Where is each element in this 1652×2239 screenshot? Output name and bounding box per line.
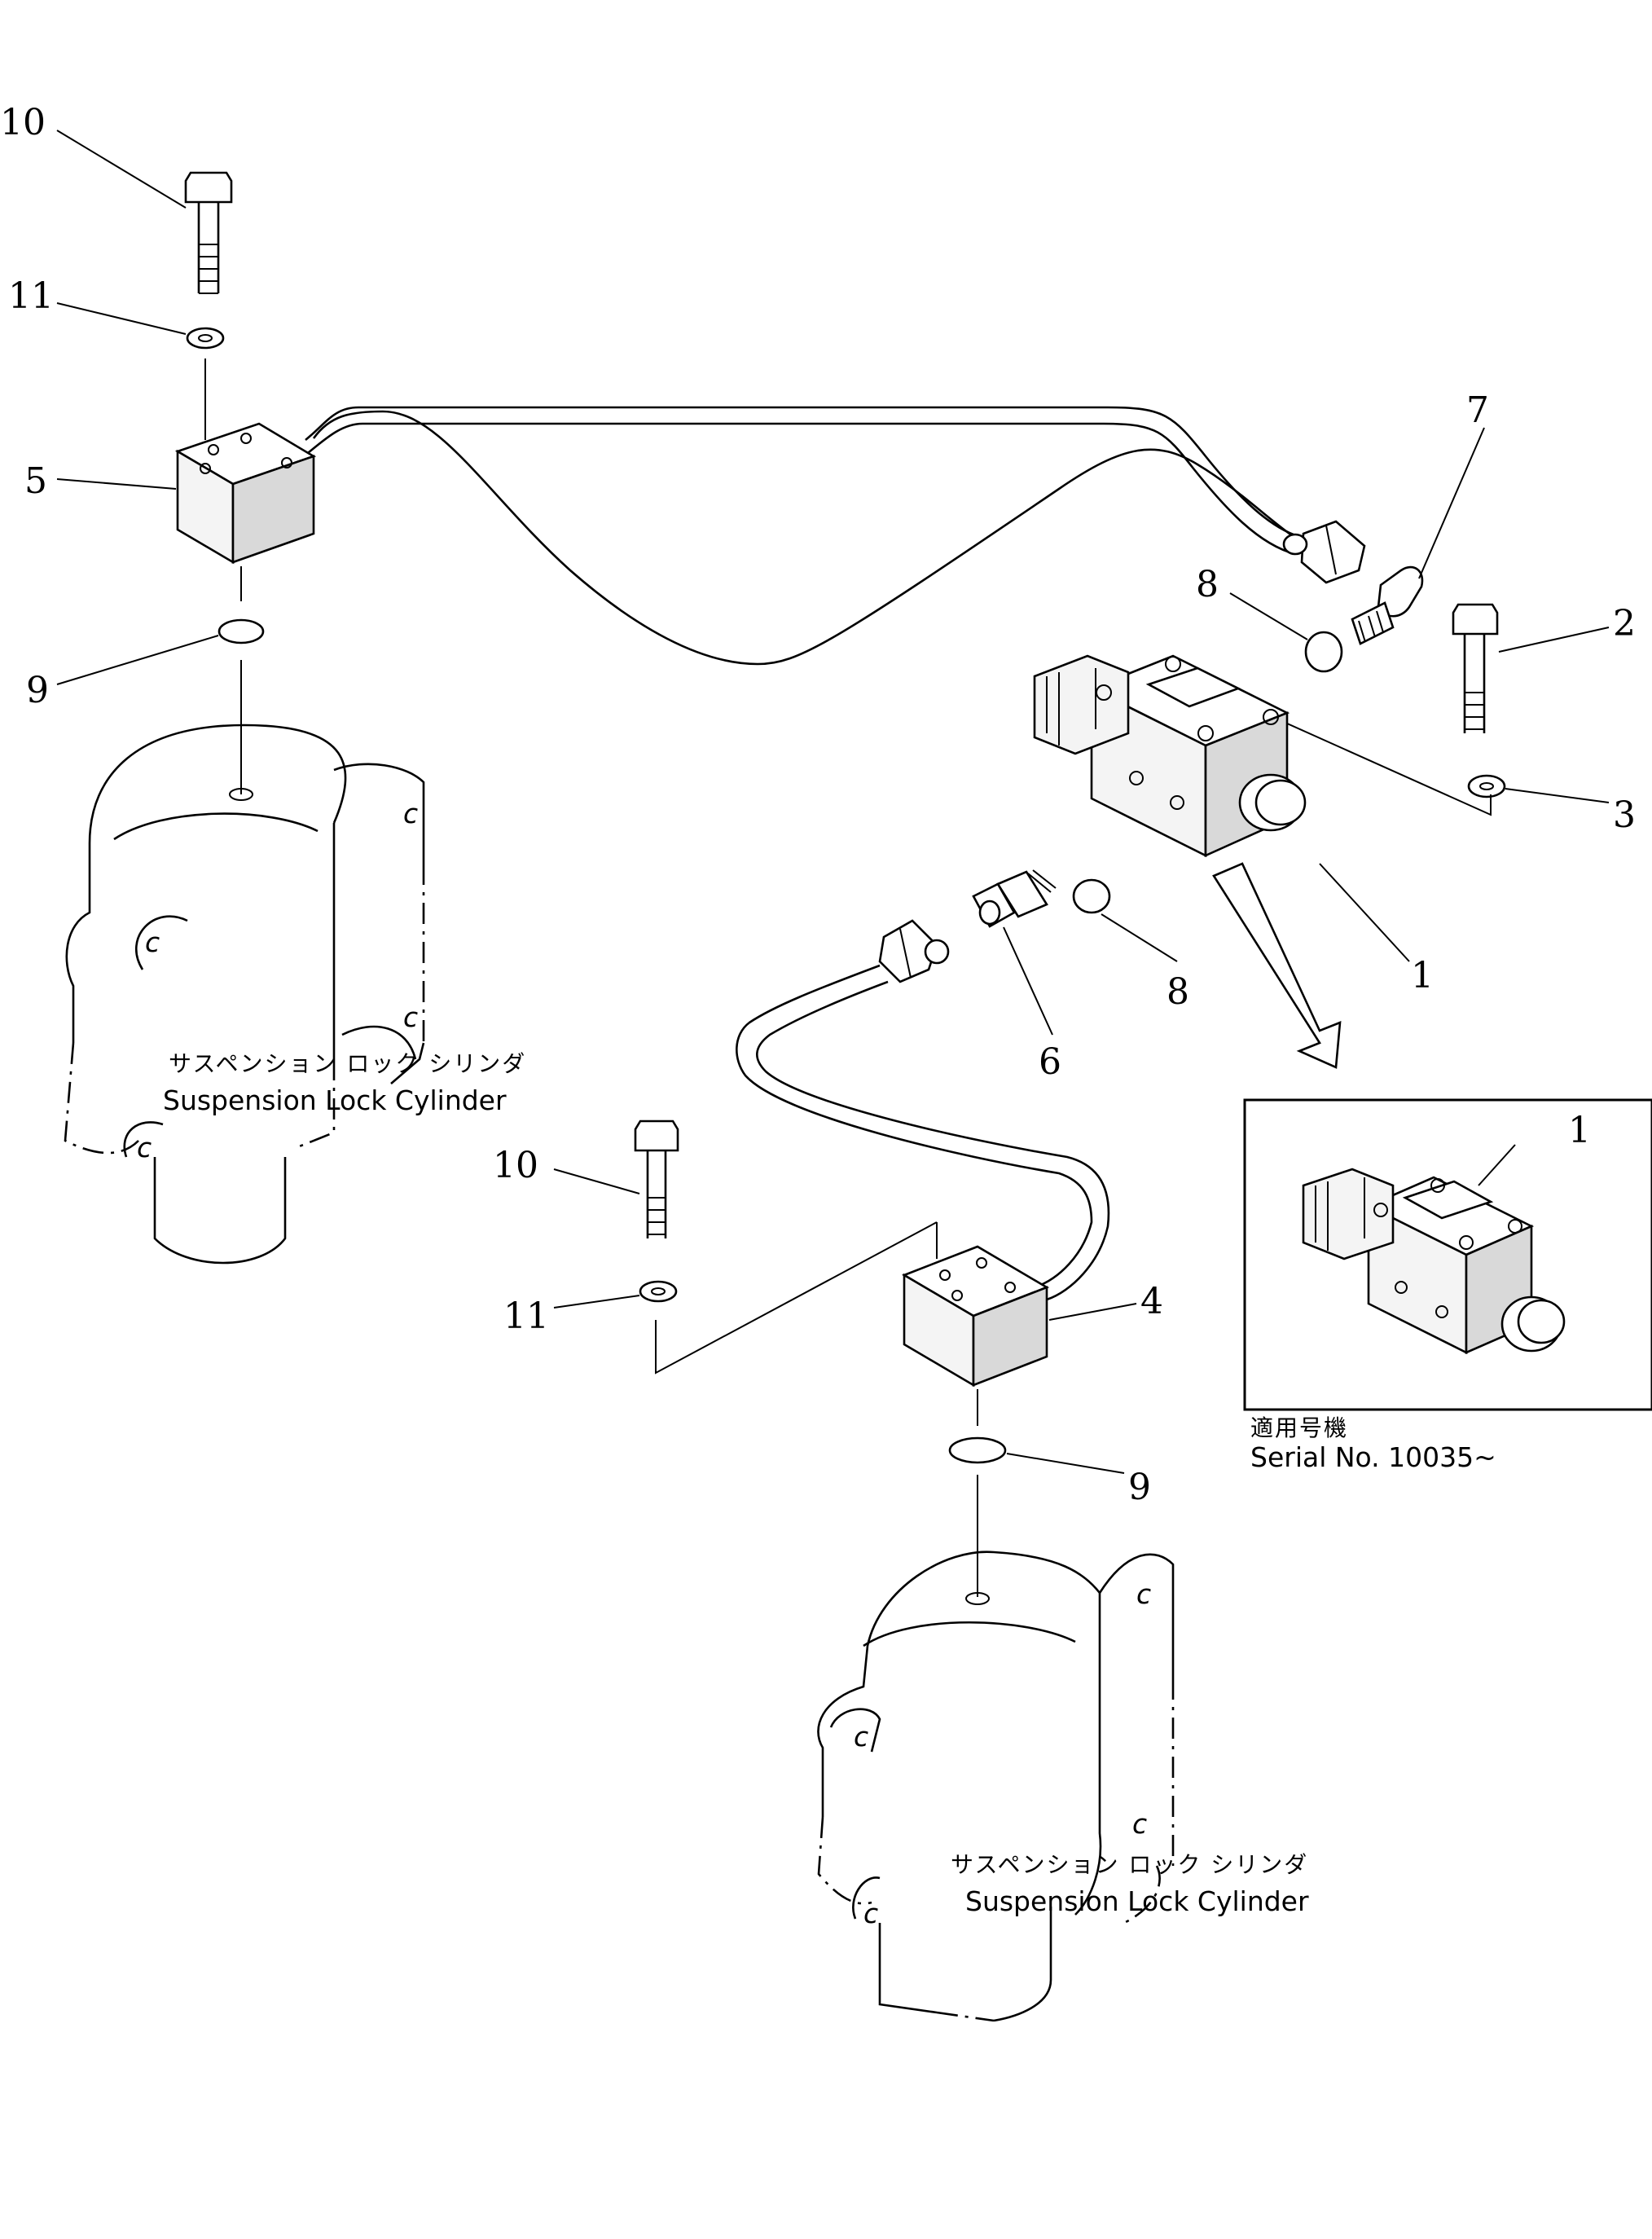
valve-1 [1033, 654, 1307, 858]
bolt-10-top [184, 171, 233, 294]
o-ring-9-top [217, 618, 265, 644]
inset-serial-label: Serial No. 10035~ [1250, 1441, 1496, 1473]
callout-8-bottom: 8 [1167, 971, 1189, 1013]
cylinder-left-jp-label: サスペンション ロック シリンダ [169, 1050, 526, 1077]
svg-text:c: c [1132, 1808, 1147, 1840]
o-ring-8-bottom [1072, 878, 1111, 914]
block-5 [174, 422, 317, 565]
pipe-nut-upper [1282, 520, 1366, 584]
callout-1: 1 [1411, 955, 1434, 996]
o-ring-8-top [1304, 631, 1343, 673]
bolt-2 [1452, 603, 1499, 733]
callout-9-top: 9 [26, 670, 49, 711]
washer-11-mid [639, 1280, 678, 1303]
arrow-to-inset [1212, 862, 1342, 1069]
callout-numbers: 10 11 5 9 7 8 2 3 1 8 6 1 10 11 4 9 [0, 102, 1636, 1508]
callout-8-top: 8 [1196, 564, 1219, 605]
pipe-lower [736, 964, 1093, 1289]
callout-10-top: 10 [0, 102, 46, 143]
o-ring-9-bottom [948, 1436, 1007, 1464]
pipe-nut-lower [878, 919, 950, 983]
callout-6: 6 [1039, 1041, 1061, 1083]
svg-text:c: c [1136, 1578, 1151, 1610]
callout-10-mid: 10 [493, 1145, 538, 1186]
elbow-fitting-7 [1351, 565, 1424, 645]
bolt-10-mid [634, 1120, 679, 1238]
suspension-lock-cylinder-left: c c c c [64, 724, 425, 1265]
svg-text:c: c [863, 1898, 878, 1929]
washer-3 [1467, 774, 1506, 798]
svg-text:c: c [403, 1001, 418, 1033]
cylinder-right-en-label: Suspension Lock Cylinder [965, 1885, 1309, 1917]
svg-text:c: c [137, 1132, 152, 1163]
washer-11-top [186, 327, 225, 350]
callout-1-inset: 1 [1568, 1110, 1591, 1151]
svg-text:c: c [854, 1721, 868, 1753]
inset-serial-variant [1243, 1098, 1652, 1411]
suspension-lock-cylinder-right: c c c c [817, 1551, 1175, 2022]
callout-11-mid: 11 [503, 1295, 549, 1337]
callout-4: 4 [1140, 1281, 1163, 1322]
svg-text:c: c [145, 926, 160, 958]
inset-applicable-jp: 適用号機 [1250, 1414, 1348, 1441]
leader-lines [56, 130, 1610, 1474]
pipe-upper [305, 406, 1304, 539]
callout-7: 7 [1466, 389, 1489, 431]
callout-9-bottom: 9 [1128, 1467, 1151, 1508]
fitting-6 [972, 869, 1057, 928]
svg-text:c: c [403, 798, 418, 829]
cylinder-left-en-label: Suspension Lock Cylinder [163, 1084, 507, 1116]
cylinder-right-jp-label: サスペンション ロック シリンダ [951, 1851, 1308, 1878]
callout-3: 3 [1613, 794, 1636, 836]
callout-2: 2 [1613, 603, 1636, 644]
block-4 [902, 1245, 1049, 1388]
callout-5: 5 [24, 460, 47, 502]
callout-11-top: 11 [8, 275, 54, 317]
